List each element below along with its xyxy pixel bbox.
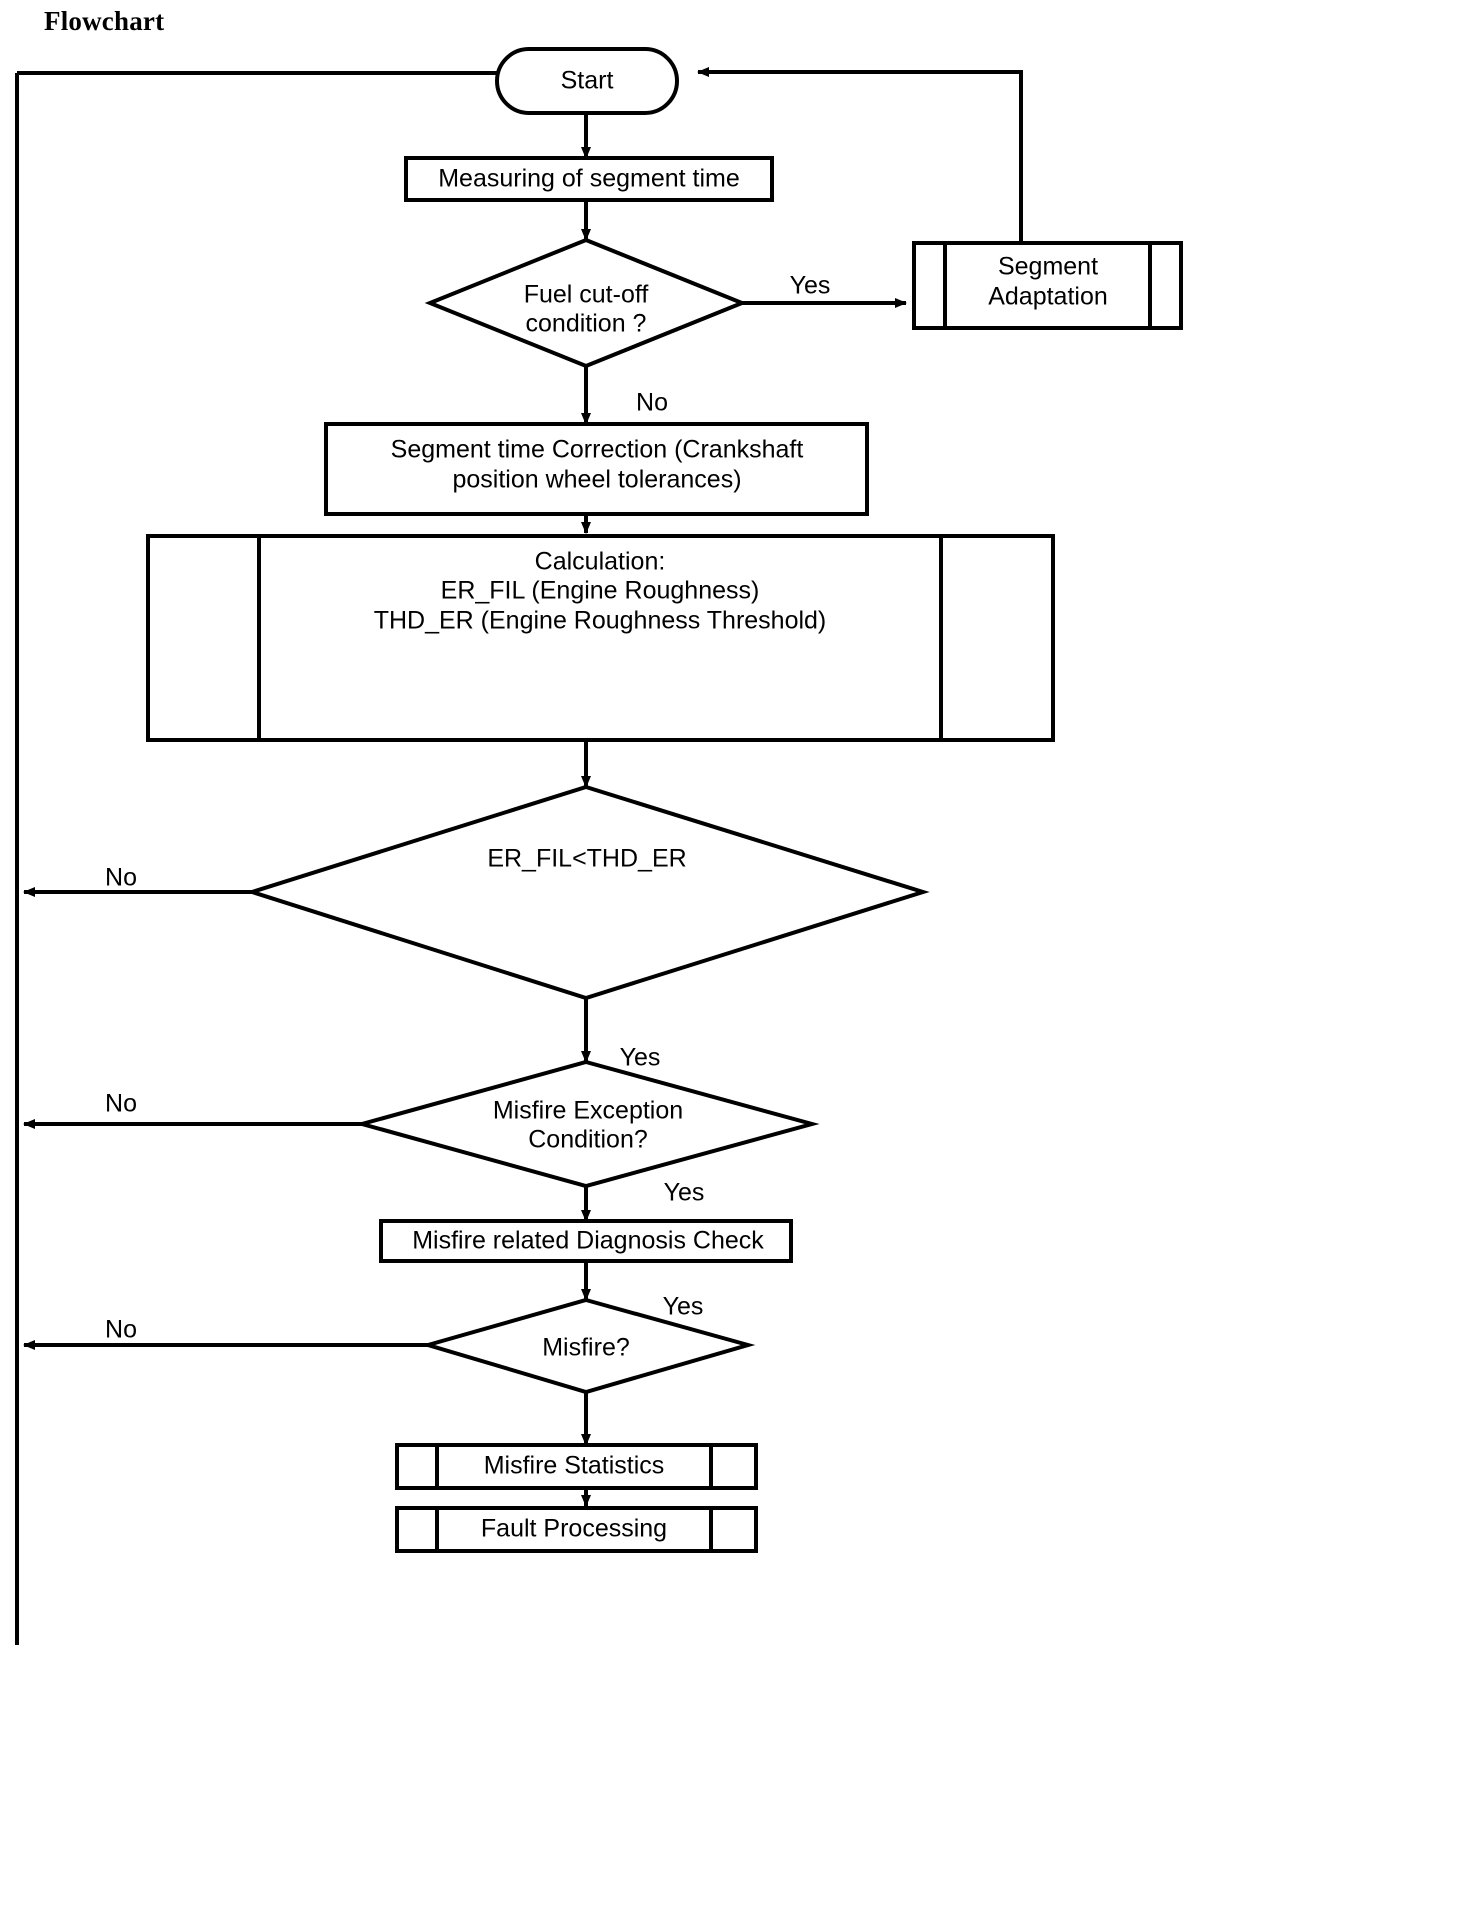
edge-label-ercompare-no: No <box>105 864 137 892</box>
node-calculation-line2: ER_FIL (Engine Roughness) <box>441 577 760 605</box>
node-misfire[interactable]: Misfire? <box>420 1297 756 1395</box>
node-fuel-cutoff-line1: Fuel cut-off <box>524 281 649 309</box>
edge-label-misfireexception-yes: Yes <box>664 1179 705 1207</box>
edge-label-fuelcutoff-no: No <box>636 389 668 417</box>
node-misfire-statistics-label: Misfire Statistics <box>484 1452 665 1480</box>
node-er-compare-label: ER_FIL<THD_ER <box>487 845 686 873</box>
node-calculation[interactable]: Calculation: ER_FIL (Engine Roughness) T… <box>146 534 1055 742</box>
node-fuel-cutoff-line2: condition ? <box>526 310 647 338</box>
edge-label-ercompare-yes: Yes <box>620 1044 661 1072</box>
node-segment-correction-line1: Segment time Correction (Crankshaft <box>391 436 804 464</box>
node-measure-label: Measuring of segment time <box>438 165 740 193</box>
node-measure[interactable]: Measuring of segment time <box>404 156 774 202</box>
node-calculation-line3: THD_ER (Engine Roughness Threshold) <box>374 607 827 635</box>
node-er-compare[interactable]: ER_FIL<THD_ER <box>245 784 930 1001</box>
node-fuel-cutoff[interactable]: Fuel cut-off condition ? <box>424 237 748 369</box>
node-diagnosis-check-label: Misfire related Diagnosis Check <box>412 1227 764 1255</box>
node-segment-correction[interactable]: Segment time Correction (Crankshaft posi… <box>324 422 869 516</box>
node-misfire-exception[interactable]: Misfire Exception Condition? <box>354 1059 820 1189</box>
edge-label-misfire-no: No <box>105 1316 137 1344</box>
node-diagnosis-check[interactable]: Misfire related Diagnosis Check <box>379 1219 793 1263</box>
page-title: Flowchart <box>44 6 165 36</box>
edge-segmentadaptation-to-start <box>697 67 1023 243</box>
node-start[interactable]: Start <box>495 47 679 115</box>
node-misfire-statistics[interactable]: Misfire Statistics <box>395 1443 758 1490</box>
edge-label-misfireexception-no: No <box>105 1090 137 1118</box>
node-start-label: Start <box>561 67 614 95</box>
node-segment-correction-line2: position wheel tolerances) <box>452 466 741 494</box>
node-calculation-line1: Calculation: <box>535 548 666 576</box>
node-segment-adaptation-line2: Adaptation <box>988 283 1108 311</box>
node-segment-adaptation-line1: Segment <box>998 253 1098 281</box>
edge-label-fuelcutoff-yes: Yes <box>790 272 831 300</box>
node-fault-processing-label: Fault Processing <box>481 1515 667 1543</box>
node-fault-processing[interactable]: Fault Processing <box>395 1506 758 1553</box>
node-misfire-exception-line1: Misfire Exception <box>493 1097 683 1125</box>
node-misfire-exception-line2: Condition? <box>528 1126 648 1154</box>
node-misfire-label: Misfire? <box>542 1334 630 1362</box>
node-segment-adaptation[interactable]: Segment Adaptation <box>912 241 1183 330</box>
edge-label-misfire-yes: Yes <box>663 1293 704 1321</box>
